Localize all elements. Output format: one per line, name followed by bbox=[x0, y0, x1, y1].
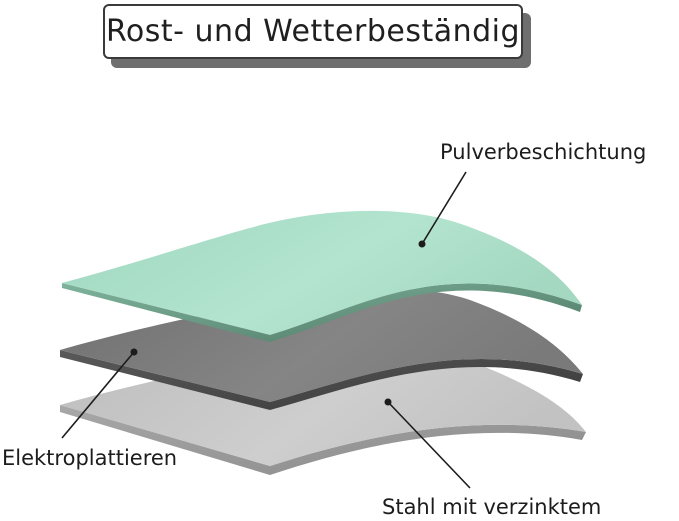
leader-dot-steel bbox=[384, 398, 392, 406]
label-electroplating: Elektroplattieren bbox=[2, 446, 178, 470]
page-title: Rost- und Wetterbeständig bbox=[105, 14, 521, 49]
leader-line-electroplating bbox=[61, 351, 135, 439]
leader-dot-electroplating bbox=[130, 348, 138, 356]
title-box: Rost- und Wetterbeständig bbox=[103, 4, 523, 59]
steel-layer-edge bbox=[60, 405, 586, 475]
powder-coating-layer-edge bbox=[62, 283, 582, 342]
electroplating-layer-surface bbox=[60, 288, 583, 402]
leader-line-steel bbox=[387, 401, 471, 489]
label-powder-coating: Pulverbeschichtung bbox=[440, 140, 647, 164]
leader-line-powder-coating bbox=[421, 171, 467, 245]
powder-coating-layer-surface bbox=[62, 210, 582, 335]
leader-dot-powder-coating bbox=[418, 240, 426, 248]
label-galvanized-steel: Stahl mit verzinktem bbox=[382, 495, 602, 519]
leader-lines bbox=[61, 171, 471, 489]
electroplating-layer-edge bbox=[60, 350, 583, 410]
electroplating-layer bbox=[60, 288, 583, 410]
powder-coating-layer bbox=[62, 210, 582, 342]
